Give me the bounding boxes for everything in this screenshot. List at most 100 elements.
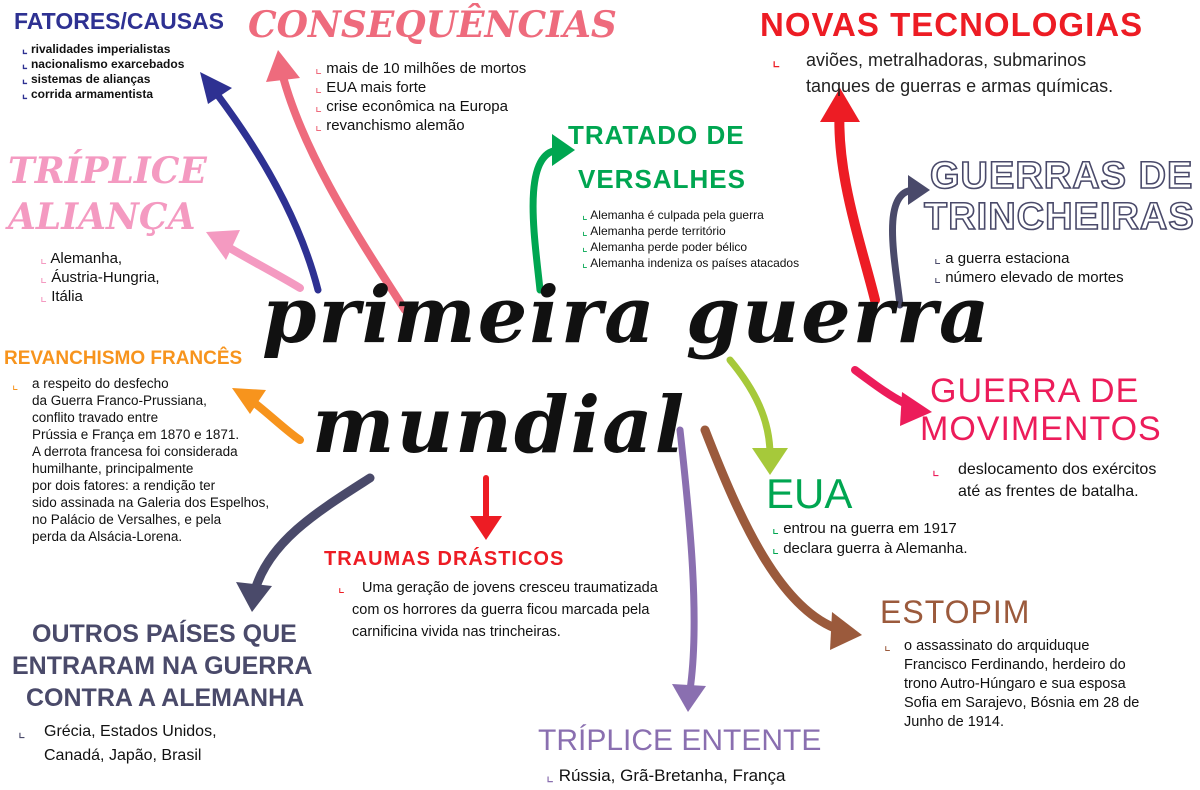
arrow-consequencias <box>276 61 409 314</box>
consequencias-title: CONSEQUÊNCIAS <box>248 4 617 46</box>
tree-icon: ⌞ <box>582 208 588 222</box>
tree-icon: ⌞ <box>582 240 588 254</box>
tree-icon: ⌞ <box>12 377 19 392</box>
arrowhead-consequencias <box>266 50 300 82</box>
alianca-title-line2: ALIANÇA <box>8 196 196 238</box>
eua-item: entrou na guerra em 1917 <box>783 520 957 537</box>
estopim-line: Francisco Ferdinando, herdeiro do <box>904 657 1126 673</box>
revanchismo-title: REVANCHISMO FRANCÊS <box>4 348 243 369</box>
revanchismo-line: A derrota francesa foi considerada <box>32 444 238 459</box>
tree-icon: ⌞ <box>582 256 588 270</box>
center-title-line1: primeira guerra <box>262 270 992 361</box>
tree-icon: ⌞ <box>884 638 891 654</box>
arrow-fatores <box>206 81 322 294</box>
tree-icon: ⌞ <box>772 50 781 70</box>
revanchismo-line: Prússia e França em 1870 e 1871. <box>32 427 240 442</box>
arrow-outros <box>250 473 375 595</box>
revanchismo-line: a respeito do desfecho <box>32 376 169 391</box>
eua-title: EUA <box>766 470 853 517</box>
arrowhead-trincheiras <box>908 175 930 205</box>
entente-title: TRÍPLICE ENTENTE <box>538 724 822 757</box>
estopim-line: trono Autro-Húngaro e sua esposa <box>904 676 1126 692</box>
tree-icon: ⌞ <box>315 98 323 115</box>
arrowhead-traumas <box>470 516 502 540</box>
tratado-title-line2: VERSALHES <box>578 164 746 194</box>
entente-item: Rússia, Grã-Bretanha, França <box>558 766 786 785</box>
arrow-trincheiras <box>889 186 919 309</box>
outros-line: Grécia, Estados Unidos, <box>44 723 217 740</box>
movimentos-title-line1: GUERRA DE <box>930 372 1140 410</box>
traumas-line: carnificina vivida nas trincheiras. <box>352 624 561 640</box>
arrowhead-outros <box>236 582 272 612</box>
alianca-item: Alemanha, <box>50 250 123 267</box>
center-title-line2: mundial <box>312 380 687 471</box>
arrowhead-tratado <box>552 134 575 166</box>
revanchismo-line: da Guerra Franco-Prussiana, <box>32 393 207 408</box>
traumas-line: com os horrores da guerra ficou marcada … <box>352 602 650 618</box>
trincheiras-item: a guerra estaciona <box>945 250 1070 267</box>
arrow-entente <box>676 426 698 694</box>
tree-icon: ⌞ <box>934 250 942 267</box>
tratado-item: Alemanha perde território <box>590 224 726 238</box>
tree-icon: ⌞ <box>932 462 940 479</box>
novas-title: NOVAS TECNOLOGIAS <box>760 6 1144 43</box>
arrowhead-revanchismo <box>232 388 266 414</box>
tree-icon: ⌞ <box>338 580 345 596</box>
movimentos-line: deslocamento dos exércitos <box>958 461 1157 478</box>
tree-icon: ⌞ <box>40 250 48 267</box>
arrowhead-novas <box>820 88 860 122</box>
novas-line: tanques de guerras e armas químicas. <box>806 76 1114 96</box>
arrowhead-movimentos <box>900 392 932 426</box>
consequencias-item: crise econômica na Europa <box>326 98 508 115</box>
revanchismo-line: no Palácio de Versalhes, e pela <box>32 512 222 527</box>
tree-icon: ⌞ <box>546 766 554 785</box>
trincheiras-title-line2: TRINCHEIRAS <box>923 195 1195 239</box>
fatores-item: nacionalismo exarcebados <box>30 57 185 71</box>
tree-icon: ⌞ <box>18 724 26 741</box>
tratado-item: Alemanha é culpada pela guerra <box>590 208 764 222</box>
arrowhead-fatores <box>200 72 232 104</box>
arrow-novas <box>834 100 880 305</box>
trincheiras-title-line1: GUERRAS DE <box>929 154 1194 198</box>
estopim-line: Sofia em Sarajevo, Bósnia em 28 de <box>904 695 1140 711</box>
tree-icon: ⌞ <box>315 60 323 77</box>
outros-title-line3: CONTRA A ALEMANHA <box>26 684 305 712</box>
arrow-eua <box>726 356 774 459</box>
tree-icon: ⌞ <box>40 288 48 305</box>
traumas-line: Uma geração de jovens cresceu traumatiza… <box>362 580 658 596</box>
tree-icon: ⌞ <box>22 57 28 71</box>
arrowhead-eua <box>752 448 788 475</box>
tree-icon: ⌞ <box>772 540 780 557</box>
revanchismo-line: perda da Alsácia-Lorena. <box>32 529 183 544</box>
trincheiras-item: número elevado de mortes <box>945 269 1124 286</box>
outros-line: Canadá, Japão, Brasil <box>44 747 202 764</box>
fatores-item: sistemas de alianças <box>30 72 151 86</box>
arrowhead-estopim <box>830 612 862 650</box>
revanchismo-line: conflito travado entre <box>32 410 159 425</box>
arrowhead-entente <box>672 684 706 712</box>
eua-item: declara guerra à Alemanha. <box>783 540 968 557</box>
tree-icon: ⌞ <box>934 269 942 286</box>
consequencias-item: EUA mais forte <box>326 79 427 96</box>
arrow-tratado <box>529 146 564 294</box>
arrow-estopim <box>700 425 845 635</box>
fatores-title: FATORES/CAUSAS <box>14 8 225 34</box>
tree-icon: ⌞ <box>772 520 780 537</box>
fatores-item: corrida armamentista <box>30 87 154 101</box>
fatores-item: rivalidades imperialistas <box>30 42 171 56</box>
traumas-title: TRAUMAS DRÁSTICOS <box>324 548 565 570</box>
tree-icon: ⌞ <box>40 269 48 286</box>
alianca-item: Itália <box>51 288 83 305</box>
tree-icon: ⌞ <box>315 79 323 96</box>
estopim-line: Junho de 1914. <box>904 714 1004 730</box>
revanchismo-line: humilhante, principalmente <box>32 461 194 476</box>
tratado-item: Alemanha perde poder bélico <box>590 240 748 254</box>
alianca-title-line1: TRÍPLICE <box>8 150 207 192</box>
estopim-line: o assassinato do arquiduque <box>904 638 1090 654</box>
tree-icon: ⌞ <box>22 42 28 56</box>
outros-title-line1: OUTROS PAÍSES QUE <box>32 620 297 648</box>
consequencias-item: mais de 10 milhões de mortos <box>326 60 527 77</box>
tratado-title-line1: TRATADO DE <box>568 120 745 150</box>
tree-icon: ⌞ <box>582 224 588 238</box>
alianca-item: Áustria-Hungria, <box>51 269 160 286</box>
